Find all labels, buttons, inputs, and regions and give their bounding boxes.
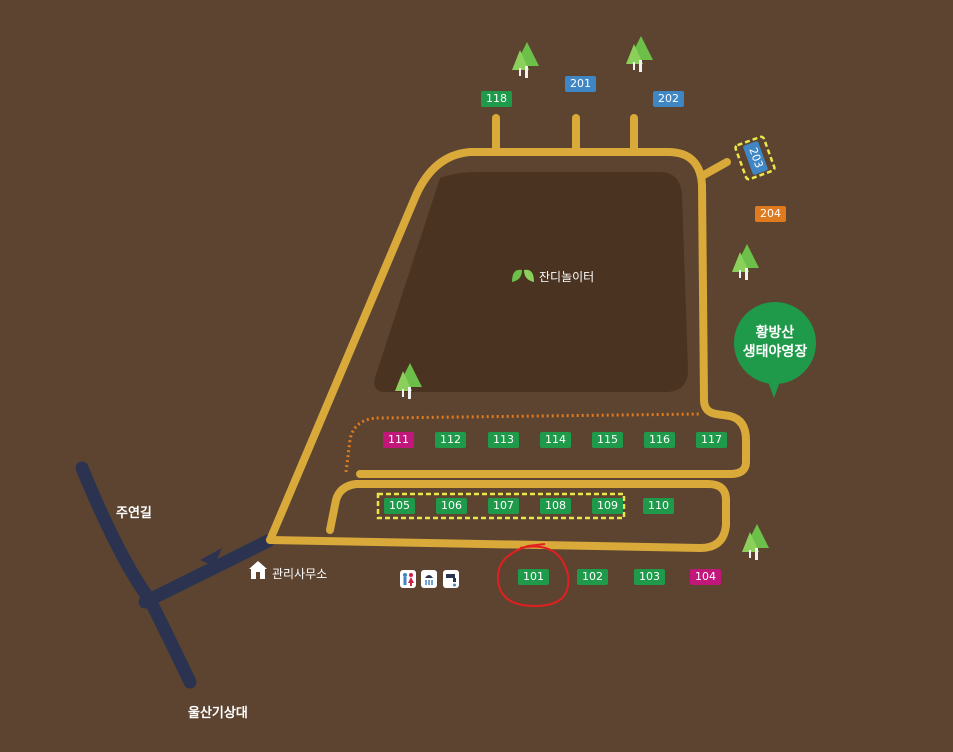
tree-icon	[395, 363, 422, 399]
office-label: 관리사무소	[272, 567, 328, 581]
site-204[interactable]: 204	[755, 206, 786, 222]
pin-tail	[766, 376, 782, 398]
site-118[interactable]: 118	[481, 91, 512, 107]
site-110[interactable]: 110	[643, 498, 674, 514]
highway-arrow-icon	[200, 548, 222, 566]
site-105[interactable]: 105	[384, 498, 415, 514]
site-112[interactable]: 112	[435, 432, 466, 448]
campsite-name-line2: 생태야영장	[742, 344, 808, 360]
highlight-box-203	[734, 135, 776, 181]
lower-path-loop	[266, 480, 730, 552]
leaf-icon	[512, 269, 534, 282]
site-109[interactable]: 109	[592, 498, 623, 514]
tree-icon	[732, 244, 759, 280]
water-tap-icon	[443, 570, 459, 588]
house-icon	[249, 561, 267, 579]
site-115[interactable]: 115	[592, 432, 623, 448]
tree-icon	[626, 36, 653, 72]
campsite-name-pin: 황방산 생태야영장	[734, 302, 816, 384]
site-111[interactable]: 111	[383, 432, 414, 448]
tree-icon	[512, 42, 539, 78]
site-117[interactable]: 117	[696, 432, 727, 448]
site-202[interactable]: 202	[653, 91, 684, 107]
campsite-name-line1: 황방산	[755, 325, 795, 341]
site-106[interactable]: 106	[436, 498, 467, 514]
road-label-weather-station: 울산기상대	[188, 706, 248, 721]
site-102[interactable]: 102	[577, 569, 608, 585]
dotted-trail	[344, 412, 701, 473]
road-label-juyeon: 주연길	[116, 506, 152, 521]
site-108[interactable]: 108	[540, 498, 571, 514]
site-103[interactable]: 103	[634, 569, 665, 585]
site-113[interactable]: 113	[488, 432, 519, 448]
highway-branch	[138, 534, 275, 609]
site-114[interactable]: 114	[540, 432, 571, 448]
lawn-area	[374, 172, 688, 392]
shower-icon	[421, 570, 437, 588]
main-path-loop	[266, 148, 750, 544]
site-201[interactable]: 201	[565, 76, 596, 92]
site-107[interactable]: 107	[488, 498, 519, 514]
lawn-label: 잔디놀이터	[539, 270, 595, 284]
spur-203	[698, 158, 731, 180]
tree-icon	[742, 524, 769, 560]
highlight-box-105-109	[376, 492, 626, 520]
site-116[interactable]: 116	[644, 432, 675, 448]
site-101[interactable]: 101	[518, 569, 549, 585]
restroom-icon	[400, 570, 416, 588]
highway-main	[75, 461, 197, 689]
site-104[interactable]: 104	[690, 569, 721, 585]
annotation-circle	[496, 543, 570, 608]
